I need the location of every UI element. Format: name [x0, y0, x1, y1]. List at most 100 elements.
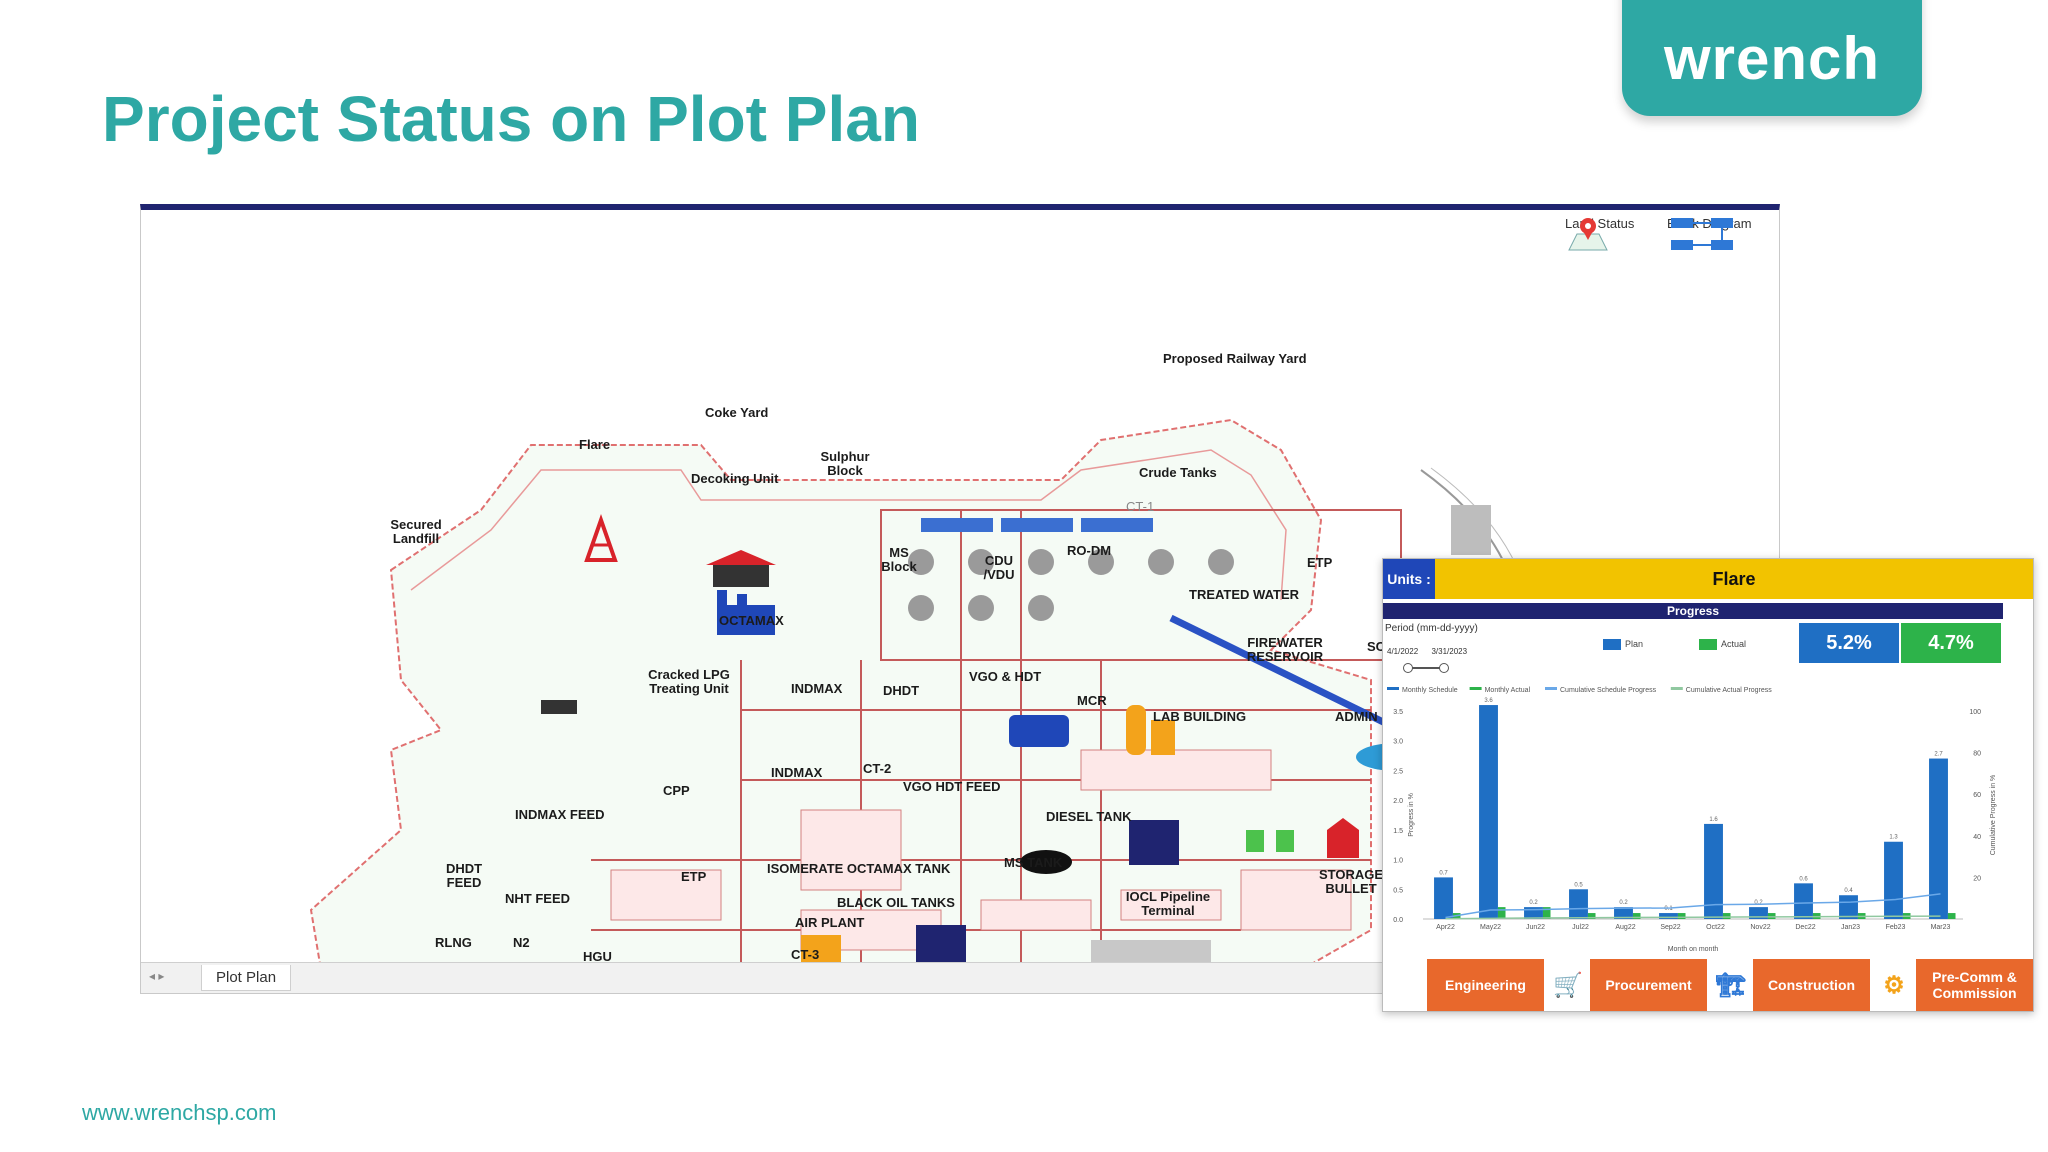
- label-admin: ADMIN: [1335, 709, 1378, 724]
- label-sc: SC: [1367, 639, 1386, 654]
- period-label: Period (mm-dd-yyyy): [1385, 623, 1478, 634]
- y-tick-label: 2.0: [1393, 798, 1403, 805]
- x-tick-label: Aug22: [1615, 924, 1635, 931]
- y-tick-label: 3.5: [1393, 709, 1403, 716]
- y2-tick-label: 40: [1973, 834, 1981, 841]
- bar-value-label: 3.6: [1484, 698, 1493, 704]
- label-hgu: HGU: [583, 949, 612, 964]
- unit-name[interactable]: Flare: [1712, 568, 1756, 589]
- bar-monthly-actual[interactable]: [1722, 913, 1731, 919]
- x-tick-label: Jul22: [1572, 924, 1589, 931]
- units-label: Units :: [1383, 559, 1435, 599]
- phase-pre-commissioning[interactable]: ⚙ Pre-Comm & Commission: [1872, 959, 2033, 1011]
- legend-swatch: [1545, 687, 1557, 690]
- phase-engineering[interactable]: ⛑ Engineering: [1383, 959, 1546, 1011]
- label-dhdt-feed: DHDT FEED: [445, 861, 483, 890]
- bar-monthly-actual[interactable]: [1677, 913, 1686, 919]
- label-n2: N2: [513, 935, 530, 950]
- flare-icon: [584, 513, 618, 562]
- plan-percent: 5.2%: [1799, 623, 1899, 663]
- slider-end-handle[interactable]: [1439, 663, 1449, 673]
- phase-construction[interactable]: 🏗 Construction: [1709, 959, 1872, 1011]
- label-vgo-hdt-feed: VGO HDT FEED: [903, 779, 1001, 794]
- label-cpp: CPP: [663, 783, 690, 798]
- unit-progress-dashboard: Units : Flare Progress Period (mm-dd-yyy…: [1382, 558, 2034, 1012]
- bar-monthly-actual[interactable]: [1542, 907, 1551, 919]
- x-tick-label: Oct22: [1706, 924, 1725, 931]
- crane-icon: 🏗: [1709, 959, 1753, 1011]
- cart-icon: 🛒: [1546, 959, 1590, 1011]
- label-lab: LAB BUILDING: [1153, 709, 1247, 724]
- sheet-nav-arrows[interactable]: ◂ ▸: [149, 969, 165, 983]
- x-tick-label: Jun22: [1526, 924, 1545, 931]
- sheet-tab-plot-plan[interactable]: Plot Plan: [201, 965, 292, 991]
- bar-monthly-schedule[interactable]: [1704, 823, 1723, 919]
- bar-value-label: 2.7: [1934, 752, 1943, 758]
- phase-procurement[interactable]: 🛒 Procurement: [1546, 959, 1709, 1011]
- bar-monthly-schedule[interactable]: [1524, 907, 1543, 919]
- period-slider[interactable]: [1403, 663, 1449, 673]
- label-ct2: CT-2: [863, 761, 892, 776]
- bar-monthly-schedule[interactable]: [1614, 907, 1633, 919]
- legend-swatch: [1469, 687, 1482, 690]
- period-start[interactable]: 4/1/2022: [1387, 647, 1419, 656]
- block-diagram-icon: [1671, 218, 1733, 250]
- x-tick-label: Jan23: [1841, 924, 1860, 931]
- cdu-icon: [1126, 705, 1175, 755]
- bar-value-label: 0.6: [1799, 876, 1808, 882]
- label-sulphur: Sulphur Block: [820, 449, 870, 478]
- map-pin-icon: [1568, 218, 1608, 251]
- label-coke-yard: Coke Yard: [705, 405, 769, 420]
- bar-value-label: 0.2: [1529, 900, 1538, 906]
- website-url[interactable]: www.wrenchsp.com: [82, 1100, 277, 1125]
- period-end[interactable]: 3/31/2023: [1431, 647, 1468, 656]
- slider-start-handle[interactable]: [1403, 663, 1413, 673]
- bar-monthly-actual[interactable]: [1632, 913, 1641, 919]
- label-dcu: DCU: [725, 437, 754, 452]
- bar-monthly-schedule[interactable]: [1749, 907, 1768, 919]
- label-etp-bottom: ETP: [681, 869, 707, 884]
- wrench-logo: wrench: [1622, 0, 1922, 116]
- x-tick-label: May22: [1480, 924, 1501, 931]
- dhdt-icon: [1020, 850, 1072, 874]
- label-crude-tanks: Crude Tanks: [1139, 465, 1217, 480]
- label-rlng: RLNG: [435, 935, 472, 950]
- y2-axis-label: Cumulative Progress in %: [1990, 775, 1997, 856]
- legend-label: Monthly Actual: [1485, 687, 1531, 694]
- bar-monthly-actual[interactable]: [1947, 913, 1956, 919]
- bar-monthly-schedule[interactable]: [1569, 889, 1588, 919]
- bar-monthly-schedule[interactable]: [1434, 877, 1453, 919]
- bar-monthly-schedule[interactable]: [1794, 883, 1813, 919]
- label-treated-water: TREATED WATER: [1189, 587, 1300, 602]
- firewater-icon: [1327, 818, 1359, 858]
- label-decoking: Decoking Unit: [691, 471, 779, 486]
- bar-monthly-schedule[interactable]: [1839, 895, 1858, 919]
- legend-actual: Actual: [1699, 639, 1746, 651]
- label-ms-block: MS Block: [881, 545, 917, 574]
- legend-swatch: [1387, 687, 1399, 690]
- label-nht-feed: NHT FEED: [505, 891, 570, 906]
- label-indmax-small: INDMAX: [791, 681, 843, 696]
- bar-monthly-actual[interactable]: [1767, 913, 1776, 919]
- label-air-plant: AIR PLANT: [795, 915, 865, 930]
- plot-plan-drawing: [309, 418, 1536, 980]
- land-status-button[interactable]: Land Status: [1565, 214, 1634, 251]
- label-dhdt: DHDT: [883, 683, 920, 698]
- label-flare[interactable]: Flare: [579, 437, 611, 452]
- bar-monthly-schedule[interactable]: [1929, 758, 1948, 919]
- line-cumulative-schedule: [1445, 893, 1941, 919]
- label-railway: Proposed Railway Yard: [1163, 351, 1307, 366]
- block-diagram-button[interactable]: Block Diagram: [1667, 214, 1752, 250]
- progress-heading: Progress: [1383, 603, 2003, 619]
- bar-monthly-schedule[interactable]: [1884, 841, 1903, 919]
- bar-monthly-actual[interactable]: [1497, 907, 1506, 919]
- engineer-icon: ⛑: [1383, 959, 1427, 1011]
- bar-monthly-actual[interactable]: [1587, 913, 1596, 919]
- bar-monthly-schedule[interactable]: [1479, 705, 1498, 919]
- label-indmax-feed: INDMAX FEED: [515, 807, 605, 822]
- bar-monthly-schedule[interactable]: [1659, 913, 1678, 919]
- coke-yard-icon: [706, 550, 776, 587]
- y-tick-label: 1.0: [1393, 858, 1403, 865]
- bar-value-label: 0.1: [1664, 906, 1673, 912]
